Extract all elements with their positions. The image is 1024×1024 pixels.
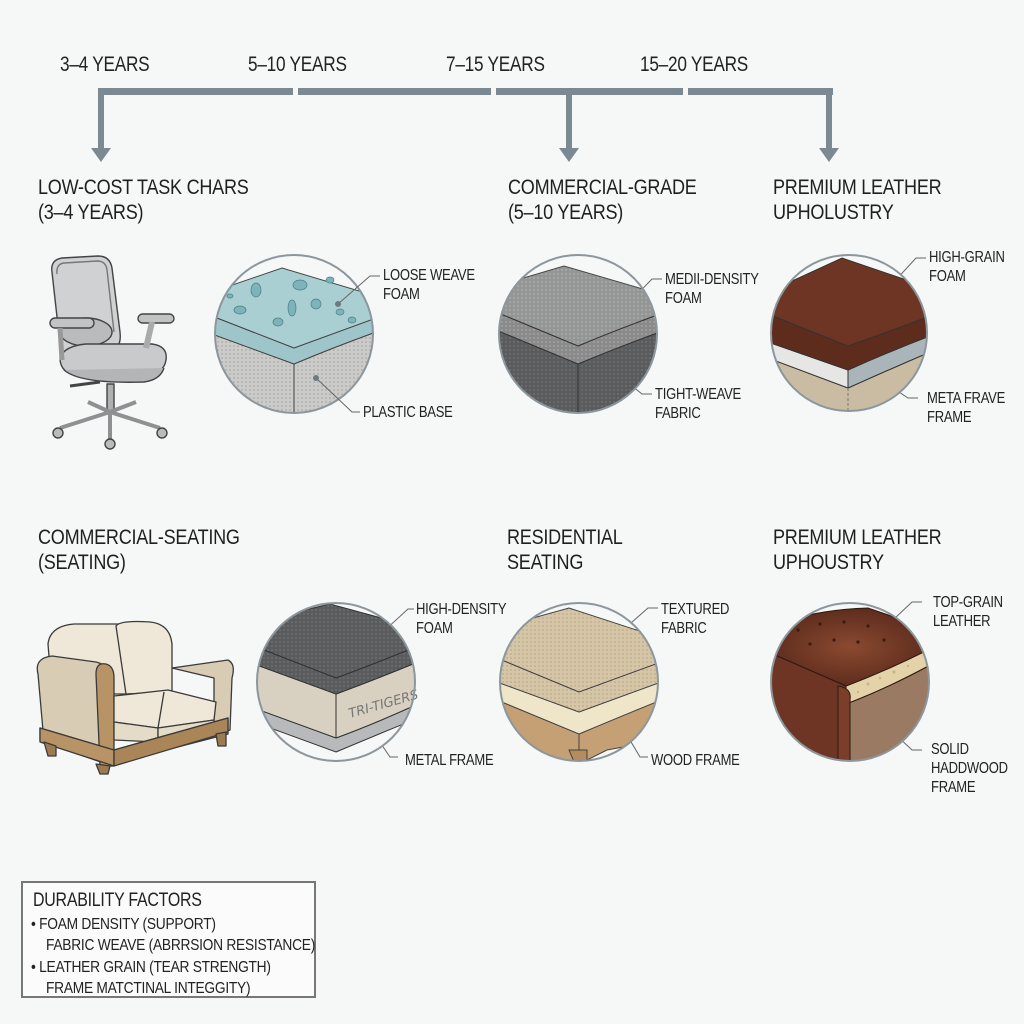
timeline-label-15-20-years: 15–20 YEARS (640, 53, 749, 76)
title-line: (SEATING) (38, 551, 126, 574)
cross-section-medium-density-foam (498, 254, 658, 414)
timeline-arrows (91, 88, 839, 162)
title-line: RESIDENTIAL (507, 526, 623, 549)
callout-line: FRAME (931, 779, 976, 796)
cross-section-loose-weave-foam (214, 254, 374, 414)
title-line: (5–10 YEARS) (508, 201, 624, 224)
callout-line: SOLID (931, 741, 969, 758)
title-line: COMMERCIAL-SEATING (38, 526, 240, 549)
timeline-label-3-4-years: 3–4 YEARS (60, 53, 150, 76)
callout-line: FOAM (929, 268, 966, 285)
section-title-commercial-grade: COMMERCIAL-GRADE (5–10 YEARS) (508, 175, 697, 225)
cross-section-top-grain-leather (770, 602, 930, 762)
durability-factors-legend (21, 881, 316, 998)
callout-high-density-foam: HIGH-DENSITY FOAM (416, 600, 507, 638)
cross-section-textured-fabric (499, 602, 659, 762)
callout-line: TIGHT-WEAVE (655, 386, 741, 403)
callout-line: HADDWOOD (931, 760, 1008, 777)
callout-line: FOAM (383, 286, 420, 303)
title-line: SEATING (507, 551, 584, 574)
callout-line: LOOSE WEAVE (383, 267, 475, 284)
callout-line: META FRAVE (927, 390, 1006, 407)
callout-line: LEATHER (933, 613, 991, 630)
callout-meta-frave-frame: META FRAVE FRAME (927, 389, 1005, 427)
callout-line: FRAME (927, 409, 972, 426)
section-title-low-cost: LOW-COST TASK CHARS (3–4 YEARS) (38, 175, 249, 225)
title-line: UPHOLUSTRY (773, 201, 894, 224)
callout-line: TOP-GRAIN (933, 594, 1003, 611)
legend-title: DURABILITY FACTORS (33, 890, 202, 911)
callout-line: FOAM (416, 620, 453, 637)
legend-item-fabric-weave: FABRIC WEAVE (ABRRSION RESISTANCE) (46, 937, 316, 954)
callout-medium-density-foam: MEDII-DENSITY FOAM (665, 270, 759, 308)
title-line: PREMIUM LEATHER (773, 526, 942, 549)
callout-tight-weave-fabric: TIGHT-WEAVE FABRIC (655, 385, 741, 423)
title-line: UPHOUSTRY (773, 551, 884, 574)
office-chair-illustration (49, 255, 175, 450)
timeline-label-7-15-years: 7–15 YEARS (446, 53, 545, 76)
callout-solid-hardwood-frame: SOLID HADDWOOD FRAME (931, 740, 1008, 797)
title-line: (3–4 YEARS) (38, 201, 144, 224)
callout-textured-fabric: TEXTURED FABRIC (661, 600, 729, 638)
cross-section-high-grain-foam (770, 254, 928, 412)
callout-plastic-base: PLASTIC BASE (363, 404, 453, 421)
callout-top-grain-leather: TOP-GRAIN LEATHER (933, 593, 1003, 631)
section-title-commercial-seating: COMMERCIAL-SEATING (SEATING) (38, 525, 240, 575)
callout-wood-frame: WOOD FRAME (651, 752, 740, 769)
cross-section-high-density-foam: TRI-TIGERS (256, 602, 420, 762)
callout-line: FABRIC (655, 405, 701, 422)
callout-line: TEXTURED (661, 601, 730, 618)
legend-item-frame-integrity: FRAME MATCTINAL INTEGGITY) (46, 980, 251, 997)
title-line: LOW-COST TASK CHARS (38, 176, 249, 199)
callout-line: HIGH-GRAIN (929, 249, 1005, 266)
section-title-premium-leather-2: PREMIUM LEATHER UPHOUSTRY (773, 525, 942, 575)
callout-metal-frame: METAL FRAME (405, 752, 494, 769)
callout-line: MEDII-DENSITY (665, 271, 759, 288)
section-title-premium-leather: PREMIUM LEATHER UPHOLUSTRY (773, 175, 942, 225)
legend-item-leather-grain: • LEATHER GRAIN (TEAR STRENGTH) (31, 959, 271, 976)
callout-loose-weave-foam: LOOSE WEAVE FOAM (383, 266, 475, 304)
loveseat-sofa-illustration (36, 620, 234, 775)
callout-line: FOAM (665, 290, 702, 307)
legend-item-foam-density: • FOAM DENSITY (SUPPORT) (31, 916, 216, 933)
title-line: PREMIUM LEATHER (773, 176, 942, 199)
callout-line: FABRIC (661, 620, 707, 637)
callout-high-grain-foam: HIGH-GRAIN FOAM (929, 248, 1005, 286)
timeline-label-5-10-years: 5–10 YEARS (248, 53, 347, 76)
callout-line: HIGH-DENSITY (416, 601, 507, 618)
title-line: COMMERCIAL-GRADE (508, 176, 697, 199)
section-title-residential-seating: RESIDENTIAL SEATING (507, 525, 623, 575)
